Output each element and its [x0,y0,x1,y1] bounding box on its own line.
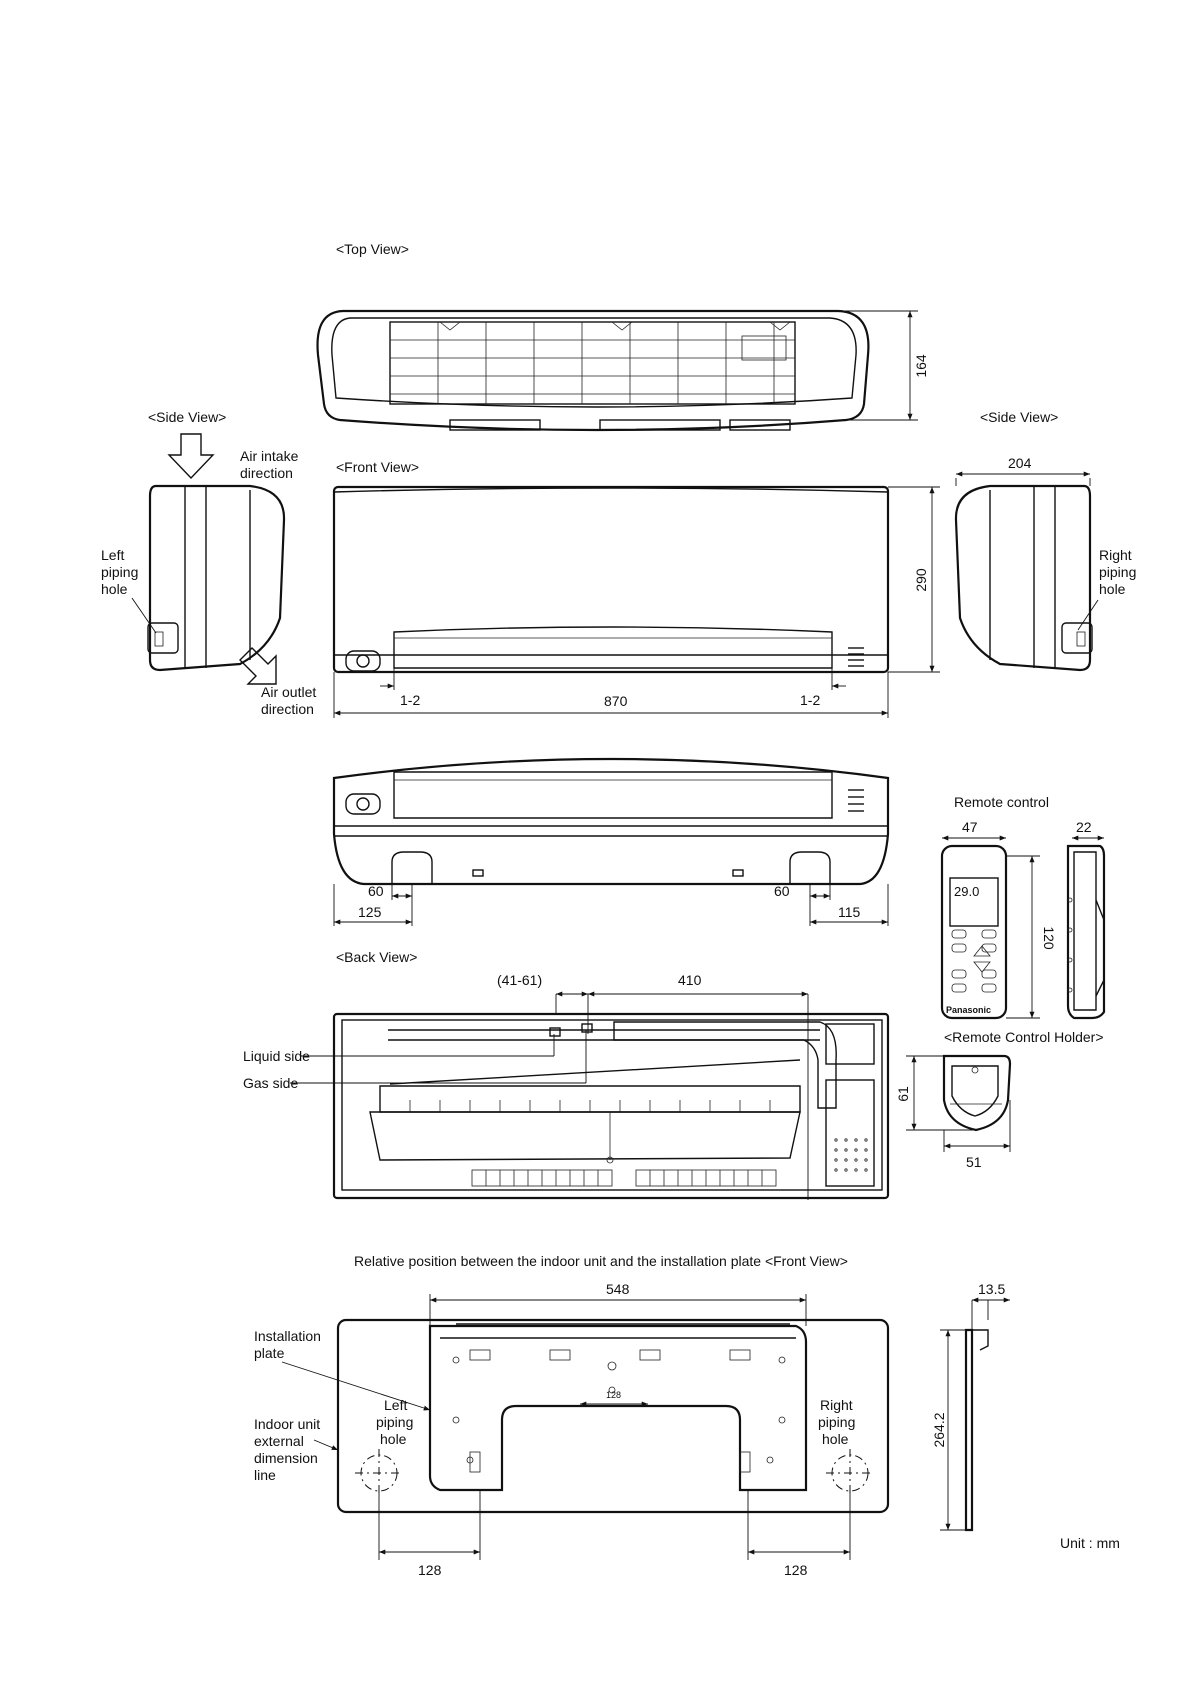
dim-bottom-right-115: 115 [838,904,861,920]
svg-text:line: line [254,1467,276,1483]
svg-text:Air outlet: Air outlet [261,684,316,700]
dim-plate-128-right: 128 [784,1562,808,1578]
unit-note: Unit : mm [1060,1535,1120,1551]
remote-brand: Panasonic [946,1005,991,1015]
top-view-title: <Top View> [336,241,409,257]
front-view: <Front View> 1-2 1-2 870 [332,459,940,718]
dim-bottom-left-125: 125 [358,904,382,920]
air-outlet-arrow [239,647,277,685]
svg-text:Left: Left [101,547,124,563]
svg-text:Air intake: Air intake [240,448,299,464]
dim-plate-128-center: 128 [606,1390,621,1400]
svg-text:piping: piping [1099,564,1136,580]
installation-plate-view: Relative position between the indoor uni… [254,1253,890,1578]
liquid-side-label: Liquid side [243,1048,310,1064]
front-view-title: <Front View> [336,459,419,475]
dim-bottom-left-60: 60 [368,883,384,899]
dim-gap-left: 1-2 [400,692,420,708]
svg-text:Installation: Installation [254,1328,321,1344]
svg-text:piping: piping [101,564,138,580]
svg-text:Left: Left [384,1397,407,1413]
dim-plate-548: 548 [606,1281,630,1297]
dim-plate-128-left: 128 [418,1562,442,1578]
remote-display: 29.0 [954,884,979,899]
remote-control: Remote control 47 22 29.0 Panasonic 120 [940,794,1106,1020]
svg-text:hole: hole [822,1431,849,1447]
installation-plate-side: 13.5 264.2 Unit : mm [931,1281,1120,1551]
side-view-left-title: <Side View> [148,409,226,425]
svg-text:dimension: dimension [254,1450,318,1466]
svg-text:hole: hole [1099,581,1126,597]
side-view-left: <Side View> Air intake direction Air out… [101,409,316,717]
svg-text:piping: piping [376,1414,413,1430]
relative-position-title: Relative position between the indoor uni… [354,1253,848,1269]
dim-holder-h: 61 [895,1086,911,1102]
dim-remote-w: 47 [962,819,978,835]
dim-plate-13-5: 13.5 [978,1281,1005,1297]
bottom-view: 60 125 60 115 [332,757,890,926]
dim-bottom-right-60: 60 [774,883,790,899]
indoor-unit-outline [336,1318,890,1514]
air-intake-arrow [167,433,215,480]
gas-side-label: Gas side [243,1075,298,1091]
installation-plate [428,1324,808,1492]
side-view-right-title: <Side View> [980,409,1058,425]
svg-text:direction: direction [261,701,314,717]
dim-holder-w: 51 [966,1154,982,1170]
liquid-pipe-connector [549,1027,561,1037]
side-view-right: <Side View> 204 290 Right piping hole [913,409,1136,672]
svg-text:plate: plate [254,1345,285,1361]
remote-control-title: Remote control [954,794,1049,810]
dim-height: 290 [913,568,929,592]
dim-plate-264-2: 264.2 [931,1412,947,1447]
svg-text:external: external [254,1433,304,1449]
dim-gap-right: 1-2 [800,692,820,708]
remote-holder-title: <Remote Control Holder> [944,1029,1104,1045]
svg-text:direction: direction [240,465,293,481]
svg-text:Right: Right [1099,547,1132,563]
svg-text:hole: hole [380,1431,407,1447]
dim-width: 870 [604,693,628,709]
dim-remote-d: 22 [1076,819,1092,835]
back-view-title: <Back View> [336,949,417,965]
svg-text:hole: hole [101,581,128,597]
dim-top-depth: 164 [913,354,929,378]
svg-text:Indoor unit: Indoor unit [254,1416,320,1432]
gas-pipe-connector [581,1023,593,1033]
svg-text:piping: piping [818,1414,855,1430]
back-view: <Back View> (41-61) 410 [243,949,890,1200]
remote-holder: <Remote Control Holder> 61 51 [895,1029,1104,1170]
top-view: <Top View> 164 [316,241,929,432]
svg-text:Right: Right [820,1397,853,1413]
dim-back-41-61: (41-61) [497,972,542,988]
dim-back-410: 410 [678,972,702,988]
dim-remote-h: 120 [1041,926,1057,950]
dim-side-depth: 204 [1008,455,1032,471]
